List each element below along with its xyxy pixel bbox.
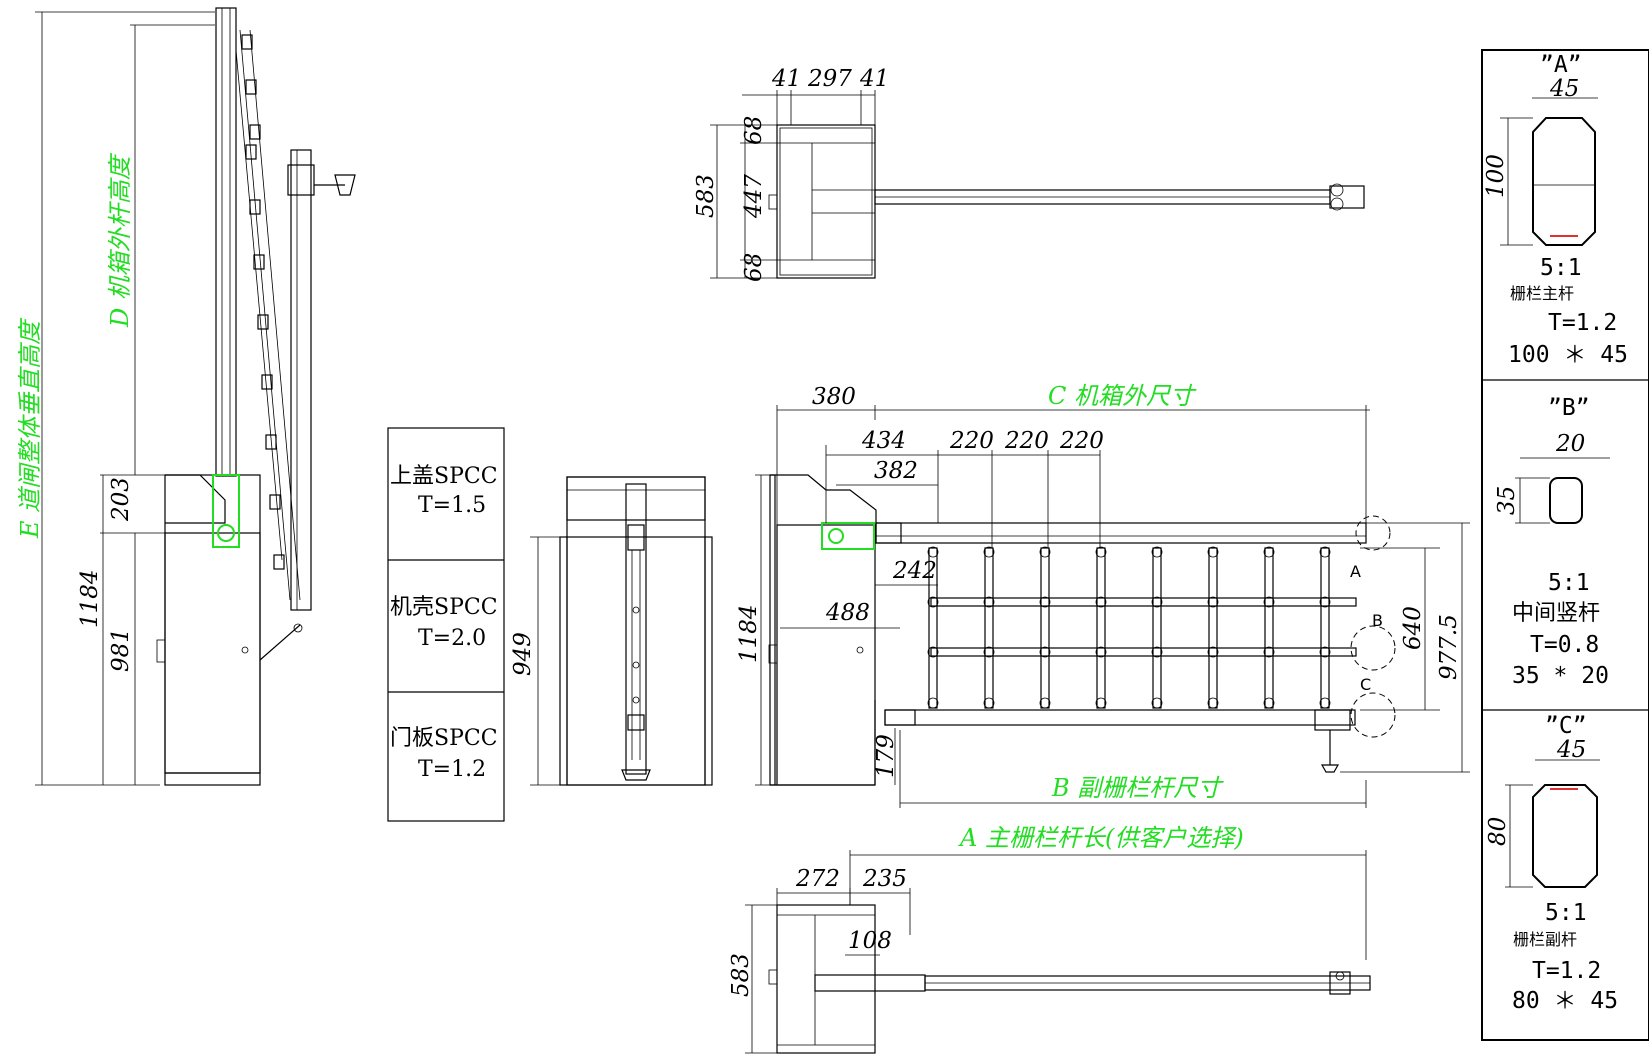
label-b: B 副栅栏杆尺寸 xyxy=(1051,774,1224,802)
detail-mark-b: B xyxy=(1372,611,1383,630)
dim-top-583: 583 xyxy=(693,174,719,218)
dim-top-68b: 68 xyxy=(741,253,767,282)
label-a: A 主栅栏杆长(供客户选择) xyxy=(958,824,1244,852)
section-a-size: 100 ＊ 45 xyxy=(1508,342,1628,368)
section-b-thickness: T=0.8 xyxy=(1530,632,1599,658)
dim-side-981: 981 xyxy=(108,628,134,672)
folded-slat-nodes xyxy=(241,34,285,570)
dim-main-179: 179 xyxy=(873,734,899,778)
material-2-name: 机壳SPCC xyxy=(390,595,498,620)
bottom-view: 272 235 108 583 xyxy=(728,850,1371,1054)
dim-main-220a: 220 xyxy=(949,428,994,454)
main-elevation: A B C 380 434 382 220 220 220 xyxy=(736,382,1470,852)
dim-main-1184: 1184 xyxy=(736,604,762,663)
dim-main-380: 380 xyxy=(812,384,856,410)
side-view: 1184 981 203 E 道闸整体垂直高度 D 机箱外杆高度 xyxy=(16,7,356,786)
dim-side-1184: 1184 xyxy=(77,569,103,628)
dim-main-220c: 220 xyxy=(1059,428,1104,454)
front-view: 949 xyxy=(510,476,713,786)
dim-main-382: 382 xyxy=(874,458,918,484)
material-1-name: 上盖SPCC xyxy=(390,464,498,489)
dim-top-68a: 68 xyxy=(741,116,767,145)
material-table: 上盖SPCC T=1.5 机壳SPCC T=2.0 门板SPCC T=1.2 xyxy=(387,427,505,822)
section-c-scale: 5:1 xyxy=(1545,900,1587,926)
section-c-width: 45 xyxy=(1556,737,1586,763)
section-c-height: 80 xyxy=(1485,817,1511,846)
label-d: D 机箱外杆高度 xyxy=(106,152,134,328)
dim-front-949: 949 xyxy=(510,632,536,676)
section-c-size: 80 ＊ 45 xyxy=(1512,988,1618,1014)
section-b-width: 20 xyxy=(1555,431,1585,457)
dim-main-640: 640 xyxy=(1400,606,1426,650)
material-3-name: 门板SPCC xyxy=(390,726,498,751)
section-c-tag: ”C” xyxy=(1545,713,1587,739)
dim-top-297: 297 xyxy=(807,66,852,92)
section-b-height: 35 xyxy=(1494,486,1520,515)
section-c-desc: 栅栏副杆 xyxy=(1513,930,1577,949)
dim-main-220b: 220 xyxy=(1004,428,1049,454)
label-e: E 道闸整体垂直高度 xyxy=(16,317,44,539)
dim-top-41b: 41 xyxy=(859,66,889,92)
dim-side-203: 203 xyxy=(108,477,134,522)
detail-mark-a: A xyxy=(1350,562,1361,581)
dim-top-447: 447 xyxy=(741,174,767,219)
section-b-size: 35 * 20 xyxy=(1512,663,1609,689)
detail-mark-c: C xyxy=(1360,675,1371,694)
section-b: ”B” 20 35 5:1 中间竖杆 T=0.8 35 * 20 xyxy=(1494,395,1610,689)
dim-bot-108: 108 xyxy=(848,928,892,954)
section-a-height: 100 xyxy=(1483,154,1509,198)
section-a-desc: 栅栏主杆 xyxy=(1510,284,1574,303)
section-c-thickness: T=1.2 xyxy=(1532,958,1601,984)
section-b-scale: 5:1 xyxy=(1548,570,1590,596)
section-b-tag: ”B” xyxy=(1548,395,1590,421)
material-2-thickness: T=2.0 xyxy=(418,626,486,651)
dim-top-41a: 41 xyxy=(771,66,801,92)
section-a-thickness: T=1.2 xyxy=(1548,310,1617,336)
section-details: ”A” 45 100 5:1 栅栏主杆 T=1.2 100 ＊ 45 ”B” 2… xyxy=(1481,49,1649,1041)
dim-bot-272: 272 xyxy=(795,866,840,892)
section-a-tag: ”A” xyxy=(1540,52,1582,78)
section-a-scale: 5:1 xyxy=(1540,255,1582,281)
dim-main-977: 977.5 xyxy=(1436,614,1462,680)
section-b-desc: 中间竖杆 xyxy=(1512,601,1600,626)
dim-main-434: 434 xyxy=(861,428,906,454)
material-3-thickness: T=1.2 xyxy=(418,757,486,782)
top-view: 41 297 41 583 68 447 68 xyxy=(693,66,1365,282)
vertical-slats xyxy=(927,546,1331,709)
section-c: ”C” 45 80 5:1 栅栏副杆 T=1.2 80 ＊ 45 xyxy=(1485,713,1618,1014)
material-1-thickness: T=1.5 xyxy=(418,493,486,518)
dim-main-242: 242 xyxy=(892,558,937,584)
dim-main-488: 488 xyxy=(825,600,870,626)
section-a-width: 45 xyxy=(1549,76,1579,102)
section-a: ”A” 45 100 5:1 栅栏主杆 T=1.2 100 ＊ 45 xyxy=(1483,52,1628,368)
dim-bot-583: 583 xyxy=(728,953,754,997)
label-c: C 机箱外尺寸 xyxy=(1048,382,1197,410)
dim-bot-235: 235 xyxy=(862,866,907,892)
